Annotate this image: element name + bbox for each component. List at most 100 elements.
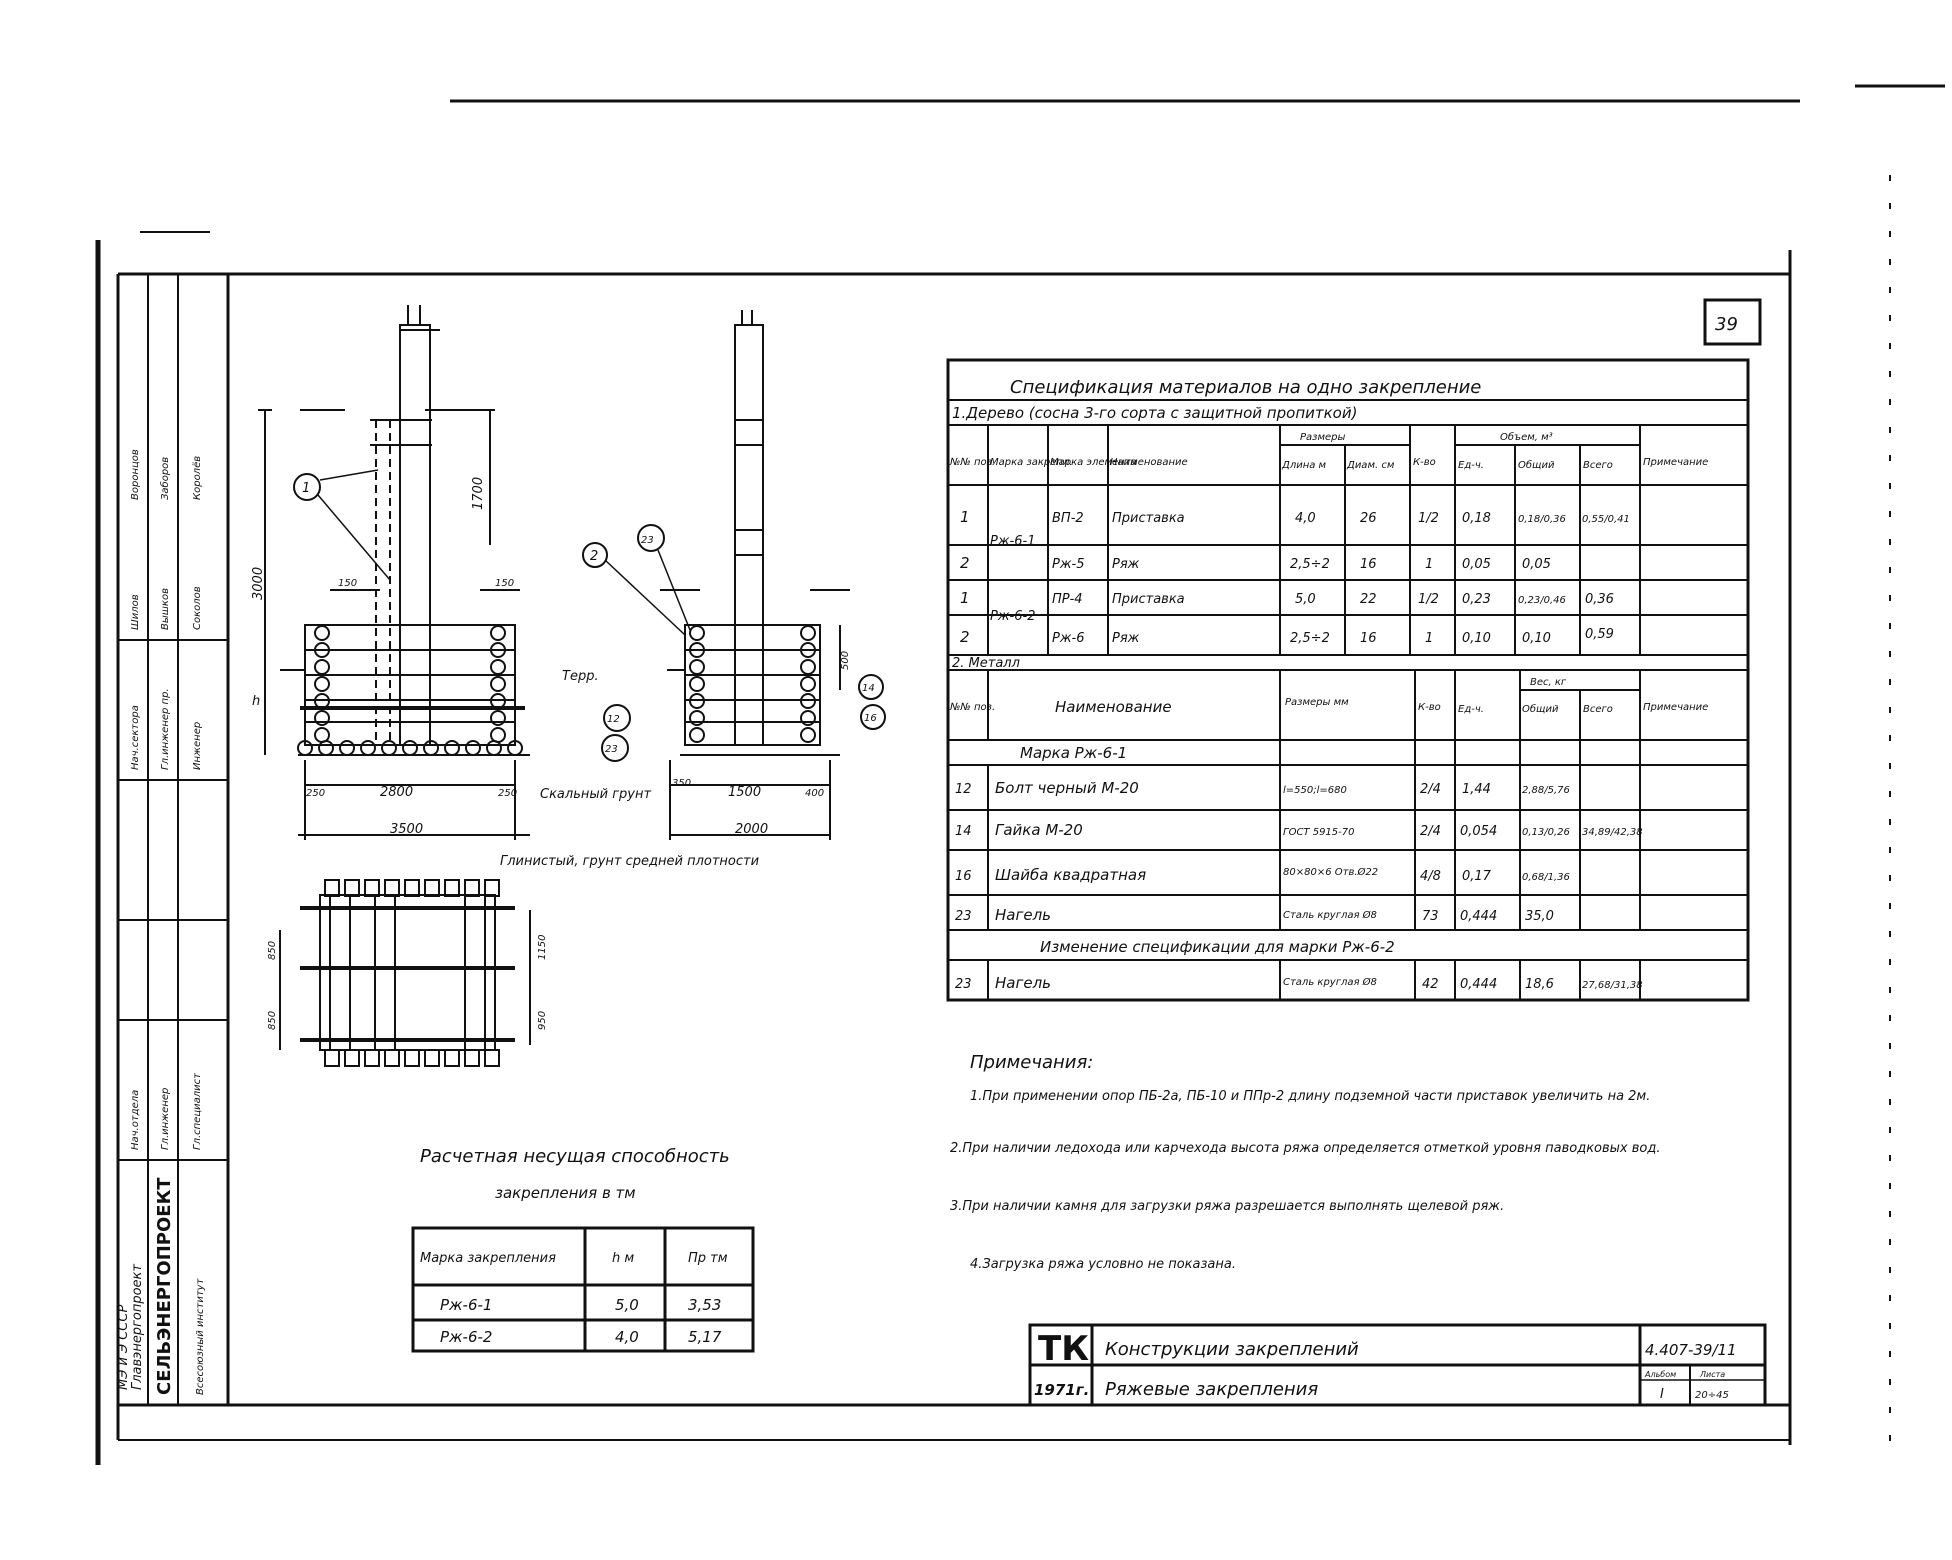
spec-row1-diam: 26	[1360, 511, 1377, 526]
spec2-row4-unit: 0,444	[1460, 909, 1497, 924]
log-end	[490, 693, 506, 709]
spec-h-sum: Всего	[1583, 460, 1613, 471]
spec-h-qty: К-во	[1413, 457, 1436, 468]
dim-350: 350	[672, 778, 691, 789]
spec-h-total: Общий	[1518, 459, 1555, 471]
spec-row2-name: Ряж	[1112, 557, 1140, 572]
log-end	[800, 676, 816, 692]
plan-log	[384, 879, 400, 897]
stamp-role-5: Гл.инженер пр.	[160, 688, 171, 770]
dim-400: 400	[805, 788, 824, 799]
plan-view	[279, 894, 531, 1051]
title-album-label: Альбом	[1644, 1370, 1676, 1379]
plan-log	[404, 1049, 420, 1067]
spec-h-diam: Диам. см	[1346, 460, 1395, 471]
label-soil2: Глинистый, грунт средней плотности	[500, 854, 759, 869]
spec-row1-sum: 0,55/0,41	[1582, 514, 1630, 525]
log-end	[360, 740, 376, 756]
capacity-title-1: Расчетная несущая способность	[420, 1146, 730, 1167]
callout-2-label: 2	[590, 549, 598, 564]
spec2-row1-pos: 12	[955, 782, 972, 797]
title-sheet-label: Листа	[1699, 1370, 1725, 1379]
spec-h-pos: №№ поз.	[949, 457, 995, 468]
plan-log	[464, 879, 480, 897]
stamp-org-line1: МЭ и Э СССР	[116, 1305, 131, 1390]
spec-row4-elem: Рж-6	[1052, 631, 1085, 646]
spec-change-row: Изменение спецификации для марки Рж-6-2	[1040, 938, 1395, 956]
spec-section2-title: 2. Металл	[952, 656, 1020, 671]
elevation-view-1	[258, 305, 530, 840]
spec-h-mark: Марка закрепл.	[990, 457, 1073, 468]
stamp-org-line2: Главэнергопроект	[130, 1264, 145, 1390]
spec-row1-total: 0,18/0,36	[1518, 514, 1566, 525]
spec2-h-qty: К-во	[1418, 702, 1441, 713]
spec2-row4-name: Нагель	[995, 906, 1051, 924]
label-h: h	[252, 694, 260, 709]
log-end	[314, 676, 330, 692]
spec2-row4-total: 35,0	[1525, 909, 1554, 924]
spec-row4-unit: 0,10	[1462, 631, 1491, 646]
spec2-h-total: Общий	[1522, 703, 1559, 715]
spec2-h-name: Наименование	[1055, 698, 1172, 716]
callout-1: 1	[293, 469, 391, 581]
spec-row2-qty: 1	[1425, 557, 1433, 572]
title-code: 4.407-39/11	[1645, 1341, 1737, 1359]
dim-3500: 3500	[390, 822, 423, 837]
title-album: I	[1660, 1387, 1664, 1402]
plan-log	[424, 879, 440, 897]
callout-16-label: 16	[864, 713, 877, 724]
spec-row3-diam: 22	[1360, 592, 1377, 607]
log-end	[381, 740, 397, 756]
stamp-name-2: Заборов	[159, 457, 171, 500]
spec-row2-pos: 2	[960, 554, 970, 572]
spec-row4-len: 2,5÷2	[1290, 631, 1330, 646]
log-end	[423, 740, 439, 756]
spec-row3-mark: Рж-6-2	[990, 609, 1035, 624]
stamp-name-1: Воронцов	[130, 449, 141, 500]
spec-row4-qty: 1	[1425, 631, 1433, 646]
stamp-name-6: Соколов	[192, 586, 203, 630]
stamp-role-3: Гл.специалист	[192, 1072, 203, 1150]
spec2-row1-name: Болт черный М-20	[995, 779, 1139, 797]
spec2-row3-qty: 4/8	[1420, 869, 1441, 884]
dim-2800: 2800	[380, 785, 413, 800]
log-end	[314, 710, 330, 726]
capacity-r2-mark: Рж-6-2	[440, 1328, 492, 1346]
capacity-title-2: закрепления в тм	[495, 1184, 636, 1202]
spec2-row2-qty: 2/4	[1420, 824, 1441, 839]
log-end	[402, 740, 418, 756]
spec2-row2-size: ГОСТ 5915-70	[1283, 827, 1355, 838]
note-2: 2.При наличии ледохода или карчехода выс…	[950, 1141, 1661, 1156]
stamp-org-line3: Всесоюзный институт	[195, 1277, 206, 1395]
spec-row4-pos: 2	[960, 628, 970, 646]
dim-250a: 250	[306, 788, 325, 799]
log-end	[465, 740, 481, 756]
stamp-name-5: Вышков	[160, 588, 171, 630]
log-end	[800, 727, 816, 743]
plan-log	[344, 879, 360, 897]
spec3-row1-pos: 23	[955, 977, 972, 992]
log-end	[689, 625, 705, 641]
spec-section1-title: 1.Дерево (сосна 3-го сорта с защитной пр…	[952, 404, 1357, 422]
sheet-number: 39	[1715, 314, 1738, 335]
stamp-org-brand: СЕЛЬЭНЕРГОПРОЕКТ	[154, 1177, 175, 1395]
callout-23b-label: 23	[605, 744, 618, 755]
spec-row2-len: 2,5÷2	[1290, 557, 1330, 572]
log-end	[444, 740, 460, 756]
spec3-row1-unit: 0,444	[1460, 977, 1497, 992]
log-end	[314, 625, 330, 641]
log-end	[689, 676, 705, 692]
dim-3000: 3000	[251, 567, 266, 600]
spec3-row1-sum: 27,68/31,38	[1582, 980, 1643, 991]
spec-row3-total: 0,23/0,46	[1518, 595, 1566, 606]
log-end	[507, 740, 523, 756]
tk-logo: ТК	[1038, 1329, 1089, 1369]
dim-2000: 2000	[735, 822, 768, 837]
spec-table-text: Спецификация материалов на одно закрепле…	[949, 377, 1708, 992]
title-sheets: 20÷45	[1695, 1390, 1729, 1401]
dim-1700: 1700	[471, 477, 486, 510]
spec3-row1-total: 18,6	[1525, 977, 1554, 992]
capacity-r2-h: 4,0	[615, 1328, 639, 1346]
spec2-row4-qty: 73	[1422, 909, 1439, 924]
